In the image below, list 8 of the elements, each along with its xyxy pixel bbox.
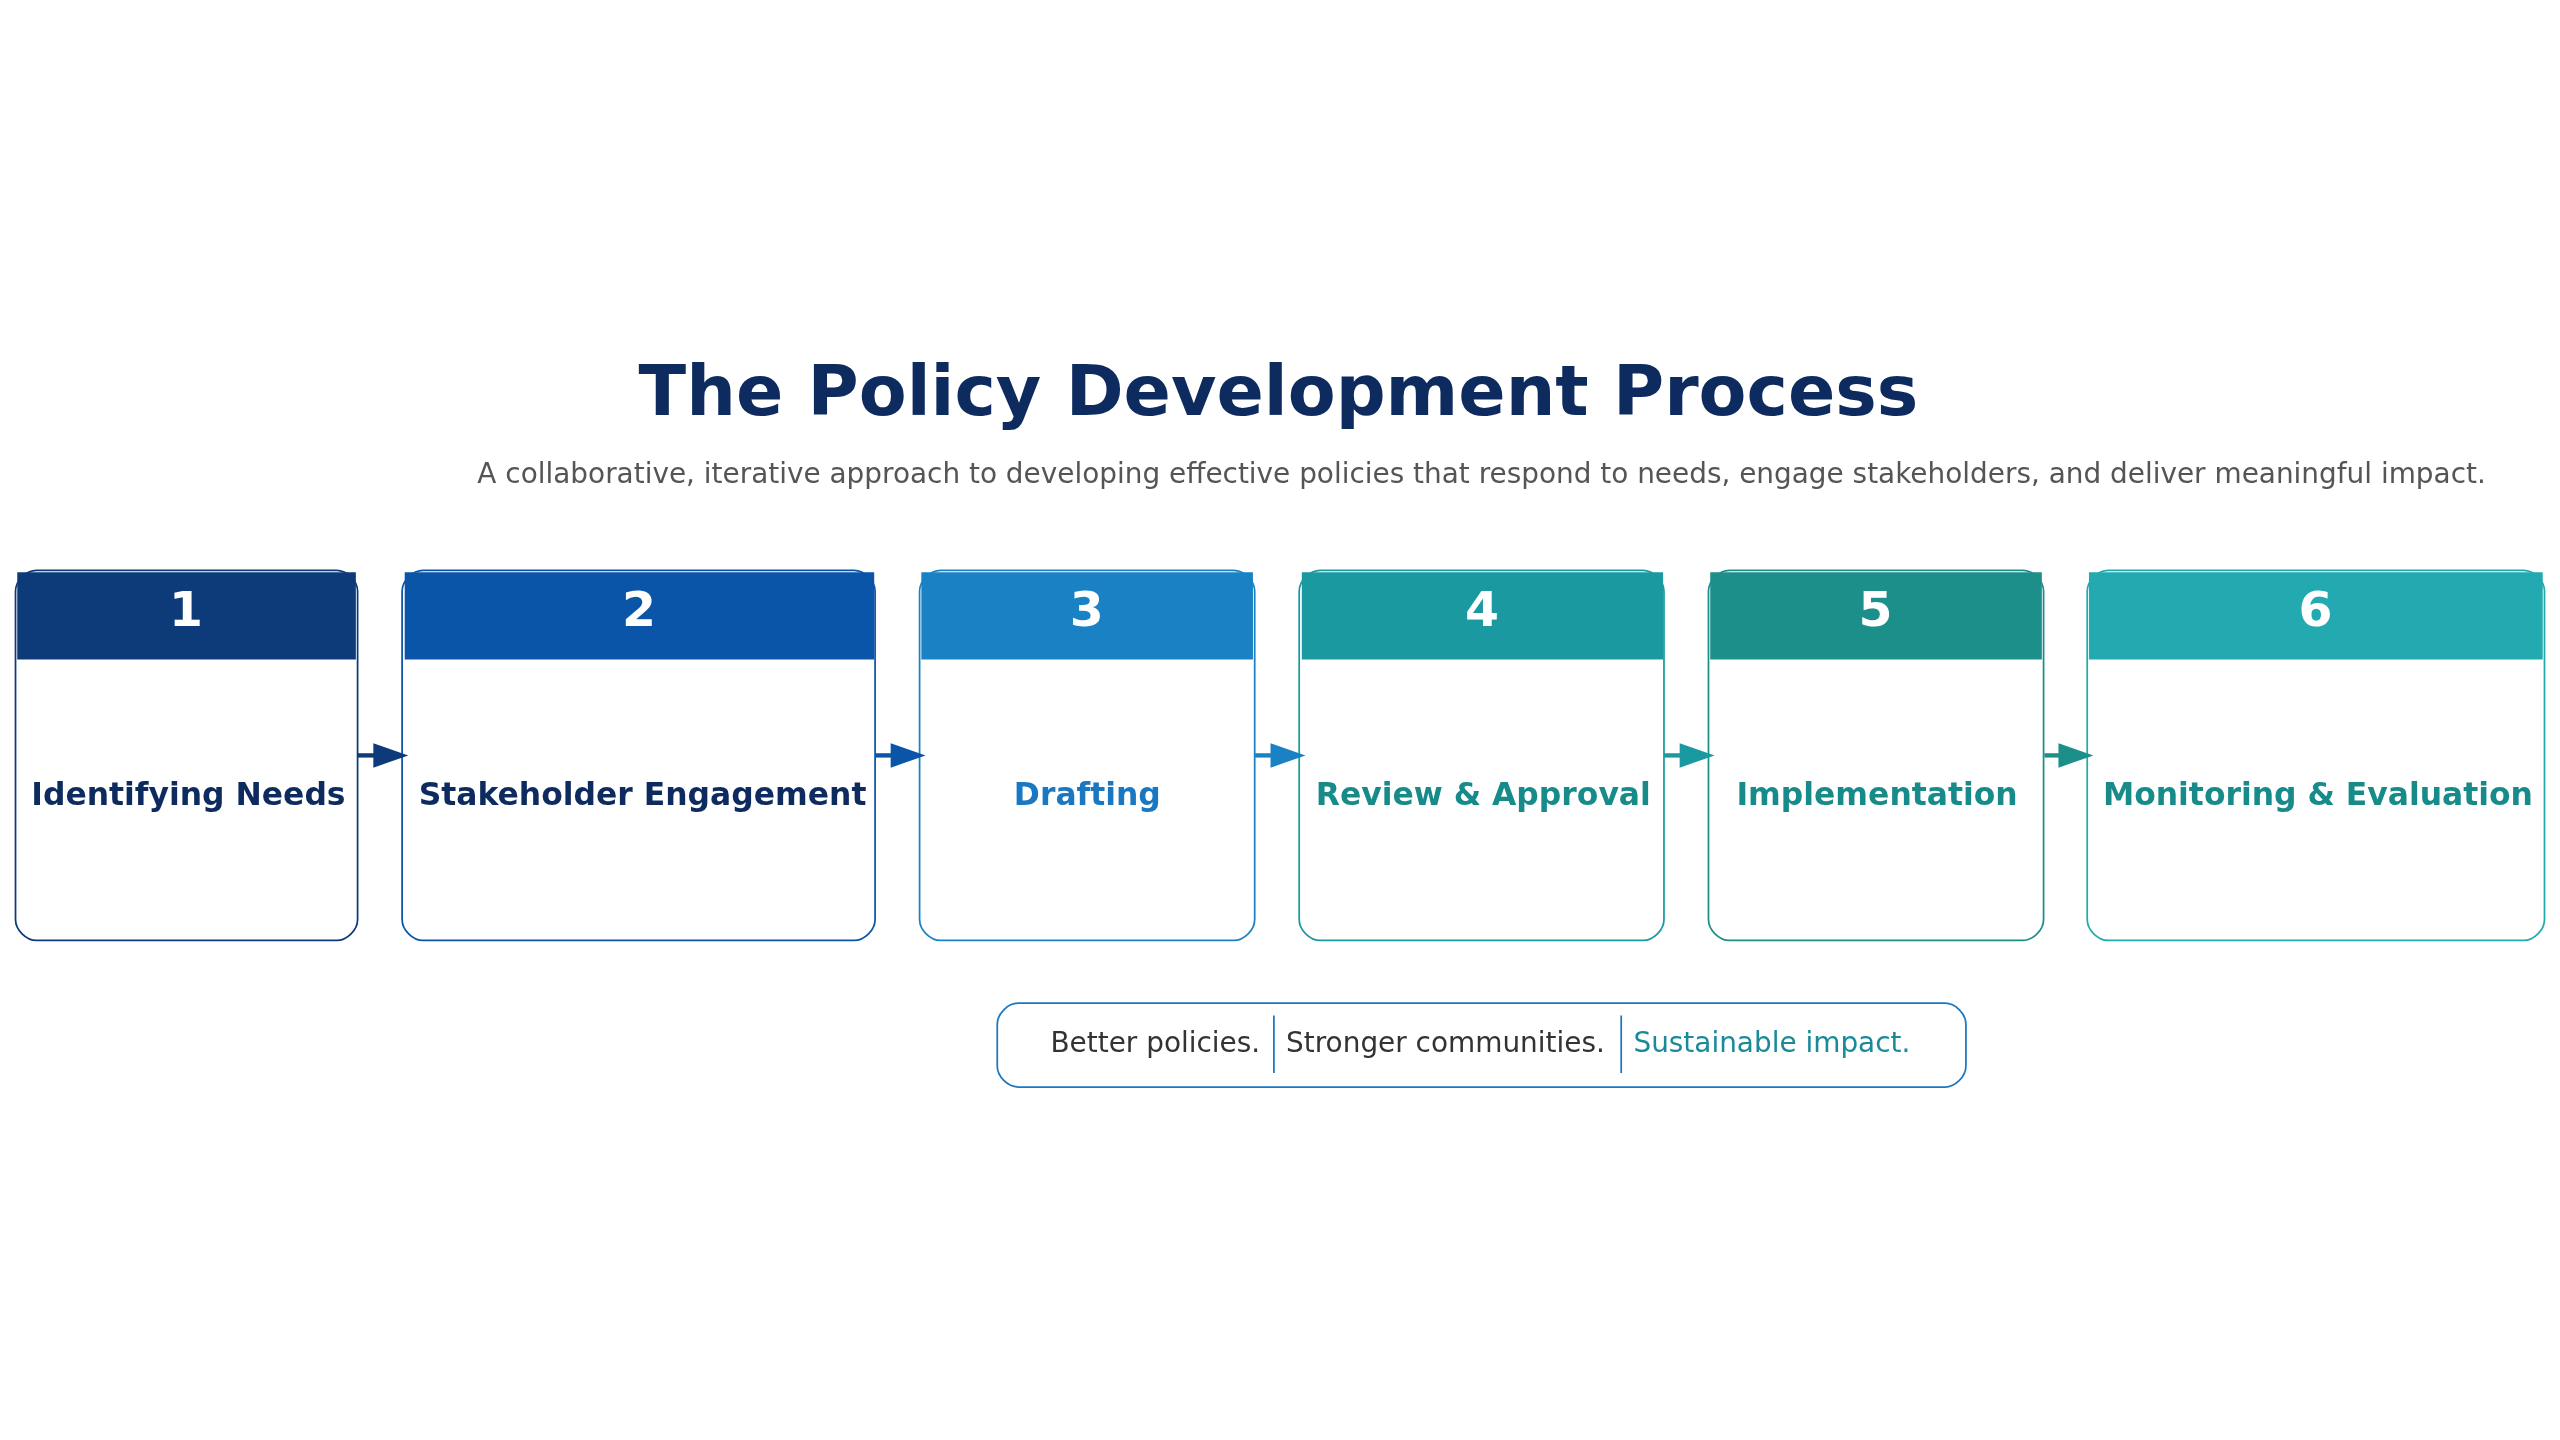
node-box: Better policies. Stronger communities. Sustainable impact. (996, 1001, 1967, 1088)
arrow (2044, 742, 2094, 768)
arrow (1255, 742, 1306, 768)
arrow (875, 742, 926, 768)
arrow (1664, 742, 1715, 768)
label: A collaborative, iterative approach to developing effective policies that respond to needs, engage stakeholders, and deliver meaningful impact. (477, 456, 2486, 490)
arrow (357, 742, 409, 768)
diagram-title: The Policy Development Process (638, 349, 1919, 431)
